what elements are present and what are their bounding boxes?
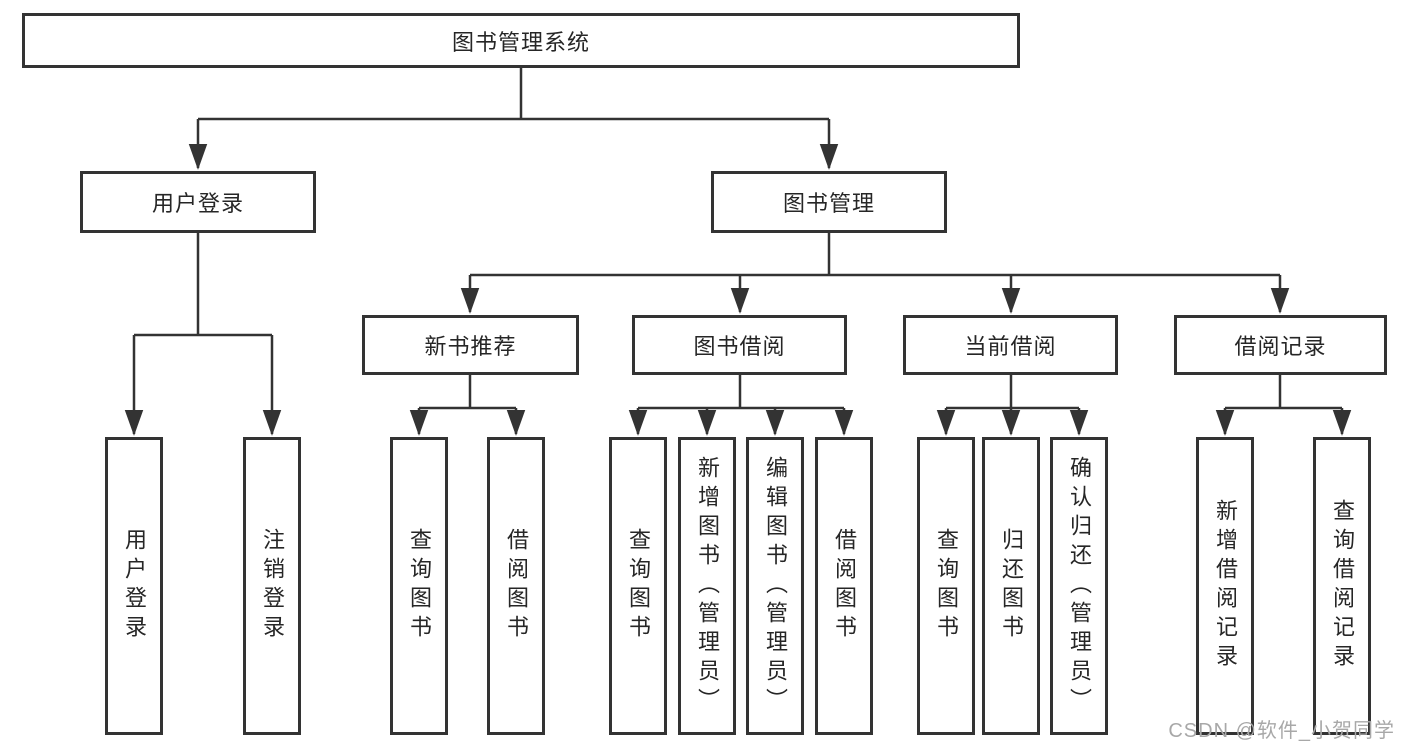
node-library-management-system: 图书管理系统 xyxy=(22,13,1020,68)
node-user-login: 用户登录 xyxy=(80,171,316,233)
csdn-watermark: CSDN @软件_小贺同学 xyxy=(1168,720,1395,742)
leaf-borrow-borrow-book: 借阅图书 xyxy=(815,437,873,735)
node-current-borrow: 当前借阅 xyxy=(903,315,1118,375)
leaf-recommend-borrow-book: 借阅图书 xyxy=(487,437,545,735)
leaf-borrow-query-book: 查询图书 xyxy=(609,437,667,735)
leaf-current-return-book: 归还图书 xyxy=(982,437,1040,735)
node-new-book-recommend: 新书推荐 xyxy=(362,315,579,375)
leaf-logout: 注销登录 xyxy=(243,437,301,735)
node-book-management: 图书管理 xyxy=(711,171,947,233)
leaf-current-confirm-return-admin: 确认归还（管理员） xyxy=(1050,437,1108,735)
node-book-borrow: 图书借阅 xyxy=(632,315,847,375)
leaf-current-query-book: 查询图书 xyxy=(917,437,975,735)
leaf-borrow-add-book-admin: 新增图书（管理员） xyxy=(678,437,736,735)
leaf-record-query-borrow-record: 查询借阅记录 xyxy=(1313,437,1371,735)
leaf-borrow-edit-book-admin: 编辑图书（管理员） xyxy=(746,437,804,735)
leaf-recommend-query-book: 查询图书 xyxy=(390,437,448,735)
leaf-record-add-borrow-record: 新增借阅记录 xyxy=(1196,437,1254,735)
node-borrow-record: 借阅记录 xyxy=(1174,315,1387,375)
leaf-user-login: 用户登录 xyxy=(105,437,163,735)
